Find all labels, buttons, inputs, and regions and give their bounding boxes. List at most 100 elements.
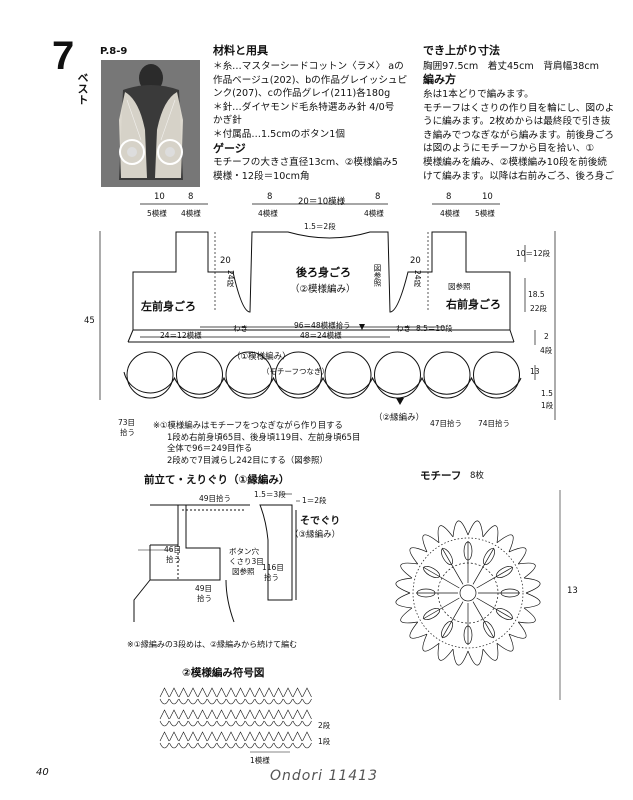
stitch-mark bbox=[254, 698, 265, 705]
motif-petal bbox=[463, 625, 473, 645]
vertical-title: ベスト bbox=[76, 72, 89, 105]
front-band-title: 前立て・えりぐり（①縁編み） bbox=[144, 474, 290, 486]
motif-picot-arch bbox=[518, 607, 536, 624]
stitch-mark bbox=[226, 731, 236, 742]
motif-circle bbox=[324, 351, 372, 399]
stitch-mark bbox=[207, 731, 217, 742]
pick-46a: 46目 bbox=[164, 545, 182, 554]
armhole-title: そでぐり bbox=[300, 516, 341, 527]
stitch-mark bbox=[169, 731, 179, 742]
stitch-mark bbox=[264, 731, 274, 742]
stitch-mark bbox=[216, 742, 227, 749]
motif-picot-arch bbox=[508, 547, 527, 565]
finished-size: 胸囲97.5cm 着丈45cm 背肩幅38cm bbox=[423, 61, 599, 72]
page-reference: P.8-9 bbox=[100, 46, 128, 57]
left-armhole-20: 20 bbox=[220, 256, 231, 266]
stitch-mark bbox=[169, 687, 179, 698]
dim-mid-c2: 4模様 bbox=[364, 209, 384, 218]
stitch-mark bbox=[235, 731, 246, 742]
stitch-mark bbox=[197, 698, 208, 705]
materials-text: ＊糸…マスターシードコットン〈ラメ〉 aの 作品ベージュ(202)、bの作品グレ… bbox=[213, 61, 408, 140]
motif-picot-arch bbox=[452, 520, 469, 538]
stitch-mark bbox=[292, 731, 303, 742]
stitch-mark bbox=[178, 731, 189, 742]
armhole-edge: （③縁編み） bbox=[290, 530, 341, 540]
stitch-mark bbox=[197, 709, 208, 720]
vest-photo bbox=[101, 60, 200, 187]
stitch-mark bbox=[159, 720, 170, 727]
stitch-row-2: 2段 bbox=[318, 721, 331, 730]
right-front-label: 右前身ごろ bbox=[446, 298, 501, 311]
vest-photo-drawing bbox=[101, 60, 200, 187]
stitch-mark bbox=[216, 720, 227, 727]
right-1-5: 1.5 bbox=[541, 389, 553, 398]
motif-spoke bbox=[441, 601, 464, 639]
motif-picot-arch bbox=[422, 633, 440, 652]
right-13: 13 bbox=[530, 367, 540, 376]
stitch-mark bbox=[197, 731, 208, 742]
notes: ※①模様編みはモチーフをつなぎながら作り目する 1段め右前身頃65目、後身頃11… bbox=[153, 420, 361, 465]
motif-picot-arch bbox=[482, 525, 499, 543]
stitch-mark bbox=[226, 720, 236, 727]
left-front-label: 左前身ごろ bbox=[141, 300, 196, 313]
stitch-mark bbox=[292, 687, 303, 698]
dim-mid-a2: 4模様 bbox=[258, 209, 278, 218]
pick-46b: 拾う bbox=[166, 555, 181, 564]
stitch-mark bbox=[292, 698, 303, 705]
stitch-mark bbox=[264, 698, 274, 705]
stitch-mark bbox=[283, 698, 293, 705]
stitch-mark bbox=[159, 687, 170, 698]
pick-47: 47目拾う bbox=[430, 419, 463, 428]
motif-circle bbox=[225, 351, 273, 399]
motif-picot-arch bbox=[400, 607, 418, 624]
front-1: 1＝2段 bbox=[302, 496, 327, 505]
stitch-mark bbox=[178, 742, 189, 749]
motif-picot-arch bbox=[523, 592, 541, 609]
motif-count: 8枚 bbox=[470, 471, 484, 481]
motif-petal bbox=[482, 620, 496, 638]
motif-petal bbox=[495, 607, 513, 621]
stitch-mark bbox=[216, 687, 227, 698]
stitch-mark bbox=[216, 731, 227, 742]
stitch-mark bbox=[169, 698, 179, 705]
motif-circle bbox=[176, 351, 223, 399]
motif-picot-arch bbox=[409, 547, 428, 565]
neck-dim: 1.5＝2段 bbox=[304, 222, 336, 231]
motif-petal bbox=[423, 607, 441, 621]
stitch-mark bbox=[178, 709, 189, 720]
pick-48: 48＝24模様 bbox=[300, 331, 342, 340]
stitch-mark bbox=[264, 720, 274, 727]
front-1-5: 1.5＝3段 bbox=[254, 490, 286, 499]
stitch-mark bbox=[235, 720, 246, 727]
buttonhole-3: 図参照 bbox=[232, 567, 255, 576]
stitch-chart-title: ②模様編み符号図 bbox=[182, 667, 265, 679]
stitch-mark bbox=[302, 742, 312, 749]
motif-petal bbox=[440, 548, 454, 566]
motif-petal bbox=[423, 565, 441, 579]
stitch-mark bbox=[302, 731, 312, 742]
stitch-mark bbox=[283, 731, 293, 742]
stitch-mark bbox=[159, 709, 170, 720]
motif-title: モチーフ bbox=[420, 470, 462, 482]
pattern-1-label: （①模様編み） bbox=[232, 352, 291, 362]
stitch-mark bbox=[188, 709, 198, 720]
right-4: 4段 bbox=[540, 346, 553, 355]
stitch-mark bbox=[169, 720, 179, 727]
motif-petal bbox=[416, 588, 436, 598]
stitch-mark bbox=[254, 731, 265, 742]
motif-center bbox=[459, 584, 477, 602]
pick-49b2: 拾う bbox=[197, 594, 212, 603]
motif-ring-2 bbox=[412, 537, 524, 649]
motif-circle bbox=[275, 351, 322, 399]
motif-petal bbox=[500, 588, 520, 598]
stitch-mark bbox=[283, 687, 293, 698]
pick-8-5: 8.5＝10段 bbox=[416, 324, 453, 333]
motif-picot-arch bbox=[508, 621, 527, 639]
motif-spoke bbox=[472, 547, 495, 585]
stitch-mark bbox=[273, 709, 284, 720]
dim-left-b2: 4模様 bbox=[181, 209, 201, 218]
dim-mid-b: 20＝10模様 bbox=[298, 197, 346, 207]
method-heading: 編み方 bbox=[423, 73, 456, 86]
